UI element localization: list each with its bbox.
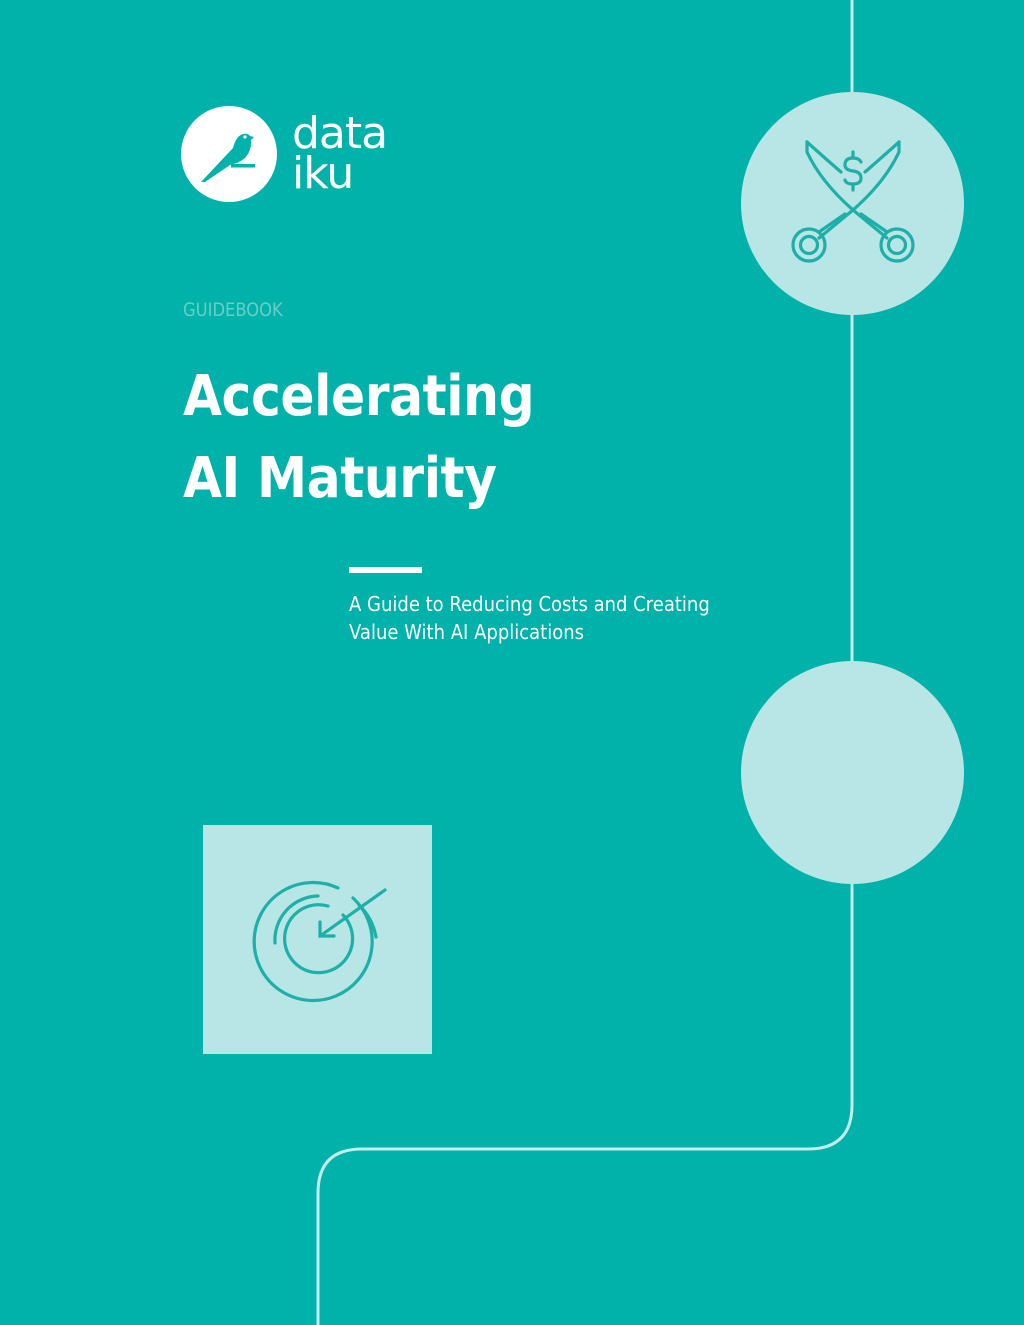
title-line-2: AI Maturity <box>183 446 497 511</box>
value-circle <box>741 661 964 884</box>
logo-wordmark: data iku <box>292 108 388 199</box>
subtitle-line-2: Value With AI Applications <box>349 620 585 644</box>
logo-text-iku: iku <box>292 148 354 199</box>
subtitle: A Guide to Reducing Costs and Creating V… <box>349 590 772 646</box>
cost-reduction-circle <box>741 92 964 315</box>
bird-icon <box>181 106 277 202</box>
title-line-1: Accelerating <box>183 364 535 429</box>
eyebrow-label: GUIDEBOOK <box>183 299 283 321</box>
dataiku-logo: data iku <box>181 106 388 202</box>
target-arrow-icon <box>252 880 387 1003</box>
scissors-dollar-icon <box>791 140 915 263</box>
title-divider <box>349 567 422 573</box>
target-square <box>203 825 432 1054</box>
logo-text-data: data <box>292 108 388 159</box>
subtitle-line-1: A Guide to Reducing Costs and Creating <box>349 592 710 616</box>
page-title: Accelerating AI Maturity <box>183 356 535 520</box>
